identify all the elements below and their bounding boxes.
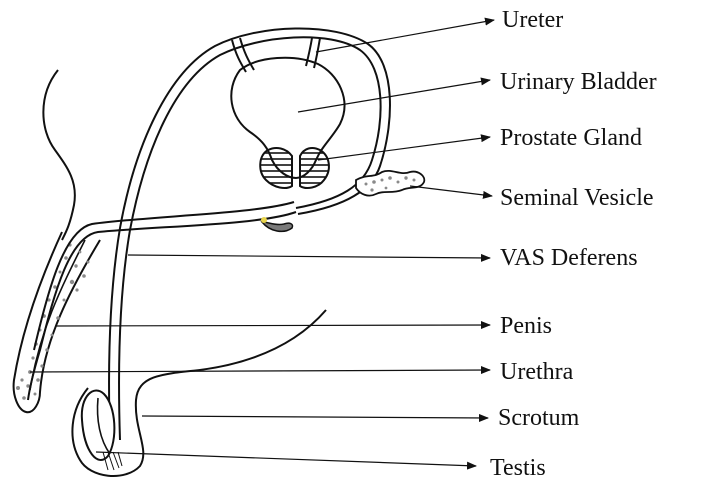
- leader-vas-deferens: [128, 255, 490, 258]
- label-penis: Penis: [500, 314, 552, 338]
- penis-inner-line: [30, 240, 85, 390]
- prostate-gland-right: [300, 148, 329, 188]
- label-urethra: Urethra: [500, 360, 573, 384]
- ejaculatory-duct: [262, 222, 293, 231]
- leader-ureter: [316, 20, 494, 52]
- label-prostate-gland: Prostate Gland: [500, 126, 642, 150]
- prostate-gland-left: [260, 148, 292, 188]
- label-testis: Testis: [490, 456, 546, 480]
- label-ureter: Ureter: [502, 8, 563, 32]
- urethra-tube-inner: [34, 202, 294, 350]
- leader-testis: [96, 452, 476, 466]
- body-outline: [43, 70, 75, 240]
- leader-scrotum: [142, 416, 488, 418]
- leader-prostate-gland: [318, 137, 490, 160]
- duct-highlight: [261, 217, 267, 223]
- leader-seminal-vesicle: [410, 186, 492, 196]
- label-urinary-bladder: Urinary Bladder: [500, 70, 657, 94]
- label-seminal-vesicle: Seminal Vesicle: [500, 186, 654, 210]
- label-scrotum: Scrotum: [498, 406, 579, 430]
- label-vas-deferens: VAS Deferens: [500, 246, 638, 270]
- leader-urethra: [30, 370, 490, 372]
